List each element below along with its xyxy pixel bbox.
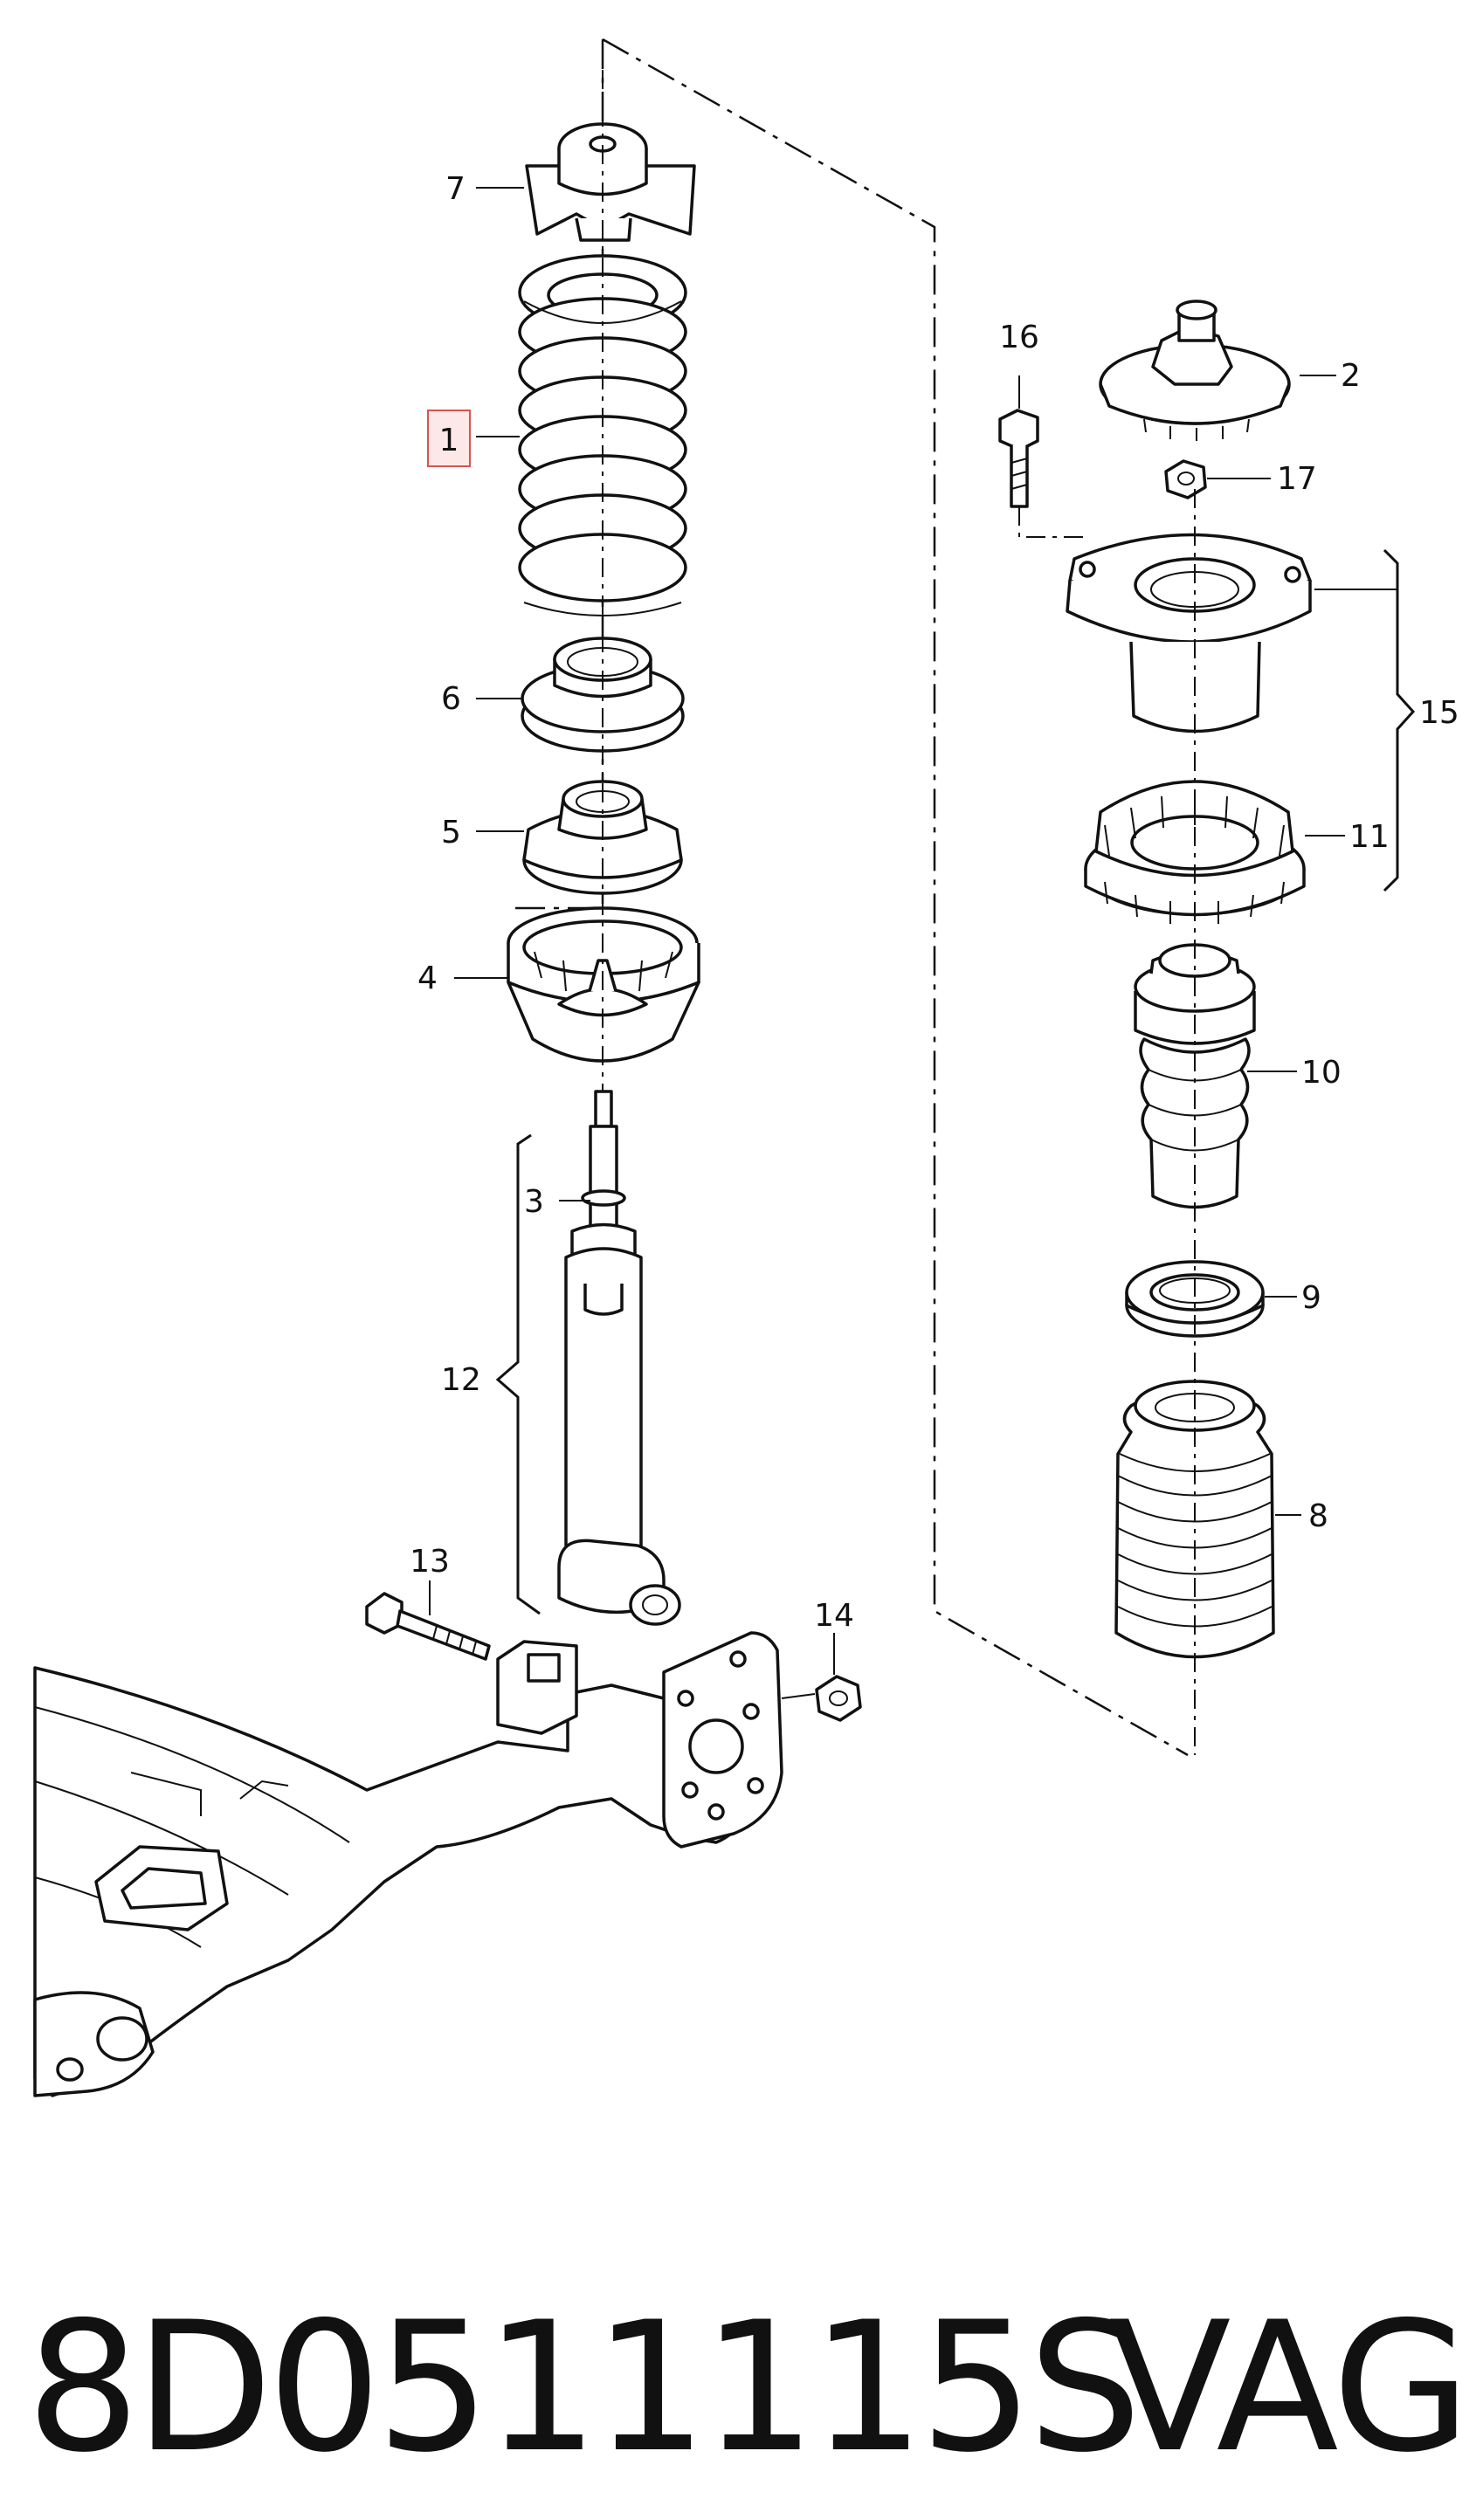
- bracket-15: [1383, 548, 1416, 892]
- part-bolt: [365, 1592, 491, 1661]
- callout-17[interactable]: 17: [1277, 461, 1317, 497]
- callout-3[interactable]: 3: [524, 1184, 544, 1220]
- callout-1-highlight[interactable]: [427, 410, 471, 467]
- brand-name: VAG: [1108, 2284, 1471, 2492]
- callout-13[interactable]: 13: [410, 1544, 450, 1580]
- part-mount-nut: [1164, 459, 1207, 499]
- part-bump-stop-cap: [525, 122, 696, 242]
- callout-12[interactable]: 12: [441, 1362, 481, 1398]
- part-nut: [815, 1675, 862, 1722]
- callout-4[interactable]: 4: [417, 960, 438, 996]
- part-number: 8D0511115S: [26, 2284, 1142, 2492]
- callout-6[interactable]: 6: [441, 681, 461, 717]
- callout-10[interactable]: 10: [1301, 1055, 1342, 1091]
- part-lower-spring-plate: [507, 906, 700, 1063]
- part-coil-spring: [518, 254, 687, 616]
- callout-2[interactable]: 2: [1341, 358, 1361, 394]
- part-shock-absorber: [557, 1090, 681, 1626]
- callout-5[interactable]: 5: [441, 815, 461, 850]
- callout-7[interactable]: 7: [445, 171, 466, 207]
- part-mount-bolt: [998, 409, 1087, 538]
- callout-15[interactable]: 15: [1419, 695, 1459, 731]
- part-strut-mount-housing: [1066, 533, 1312, 733]
- exploded-parts-diagram: 1 2 3 4 5 6 7 8 9 10 11 12 13 14 15 16 1…: [33, 38, 1459, 2097]
- callout-11[interactable]: 11: [1349, 819, 1390, 855]
- callout-labels: 1 2 3 4 5 6 7 8 9 10 11 12 13 14 15 16 1…: [410, 171, 1459, 1634]
- callout-9[interactable]: 9: [1301, 1280, 1321, 1316]
- callout-16[interactable]: 16: [999, 320, 1039, 355]
- caption-footer: 8D0511115S VAG: [26, 2279, 1471, 2497]
- callout-1[interactable]: 1: [439, 423, 459, 458]
- part-upper-spring-seat: [521, 637, 685, 753]
- part-bump-stop: [1134, 943, 1256, 1209]
- leader-lines: [429, 187, 1397, 1699]
- bracket-12: [495, 1133, 541, 1615]
- callout-8[interactable]: 8: [1308, 1498, 1328, 1534]
- callout-14[interactable]: 14: [814, 1598, 854, 1634]
- part-rear-axle-beam: [33, 1631, 783, 2097]
- part-top-mount-plate: [1099, 300, 1291, 441]
